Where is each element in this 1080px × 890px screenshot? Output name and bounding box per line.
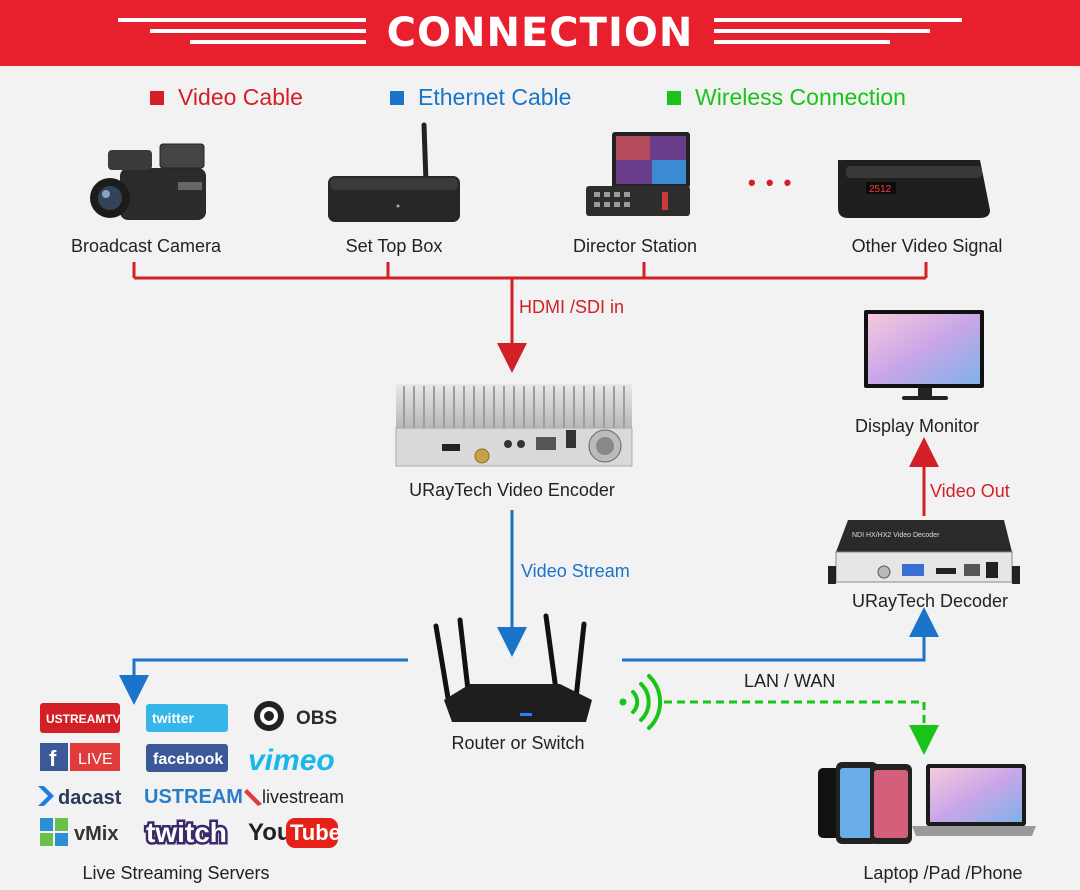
legend-ethernet-cable: Ethernet Cable: [390, 84, 571, 111]
obs-logo: OBS: [254, 701, 337, 731]
video-decoder-icon: NDI HX/HX2 Video Decoder: [828, 520, 1020, 584]
svg-text:2512: 2512: [869, 184, 892, 195]
legend-wireless: Wireless Connection: [667, 84, 906, 111]
device-label-decoder: URayTech Decoder: [851, 591, 1009, 611]
legend-label: Ethernet Cable: [418, 84, 572, 110]
flow-label-lan-wan: LAN / WAN: [744, 671, 836, 691]
dacast-text: dacast: [58, 787, 122, 809]
decoder-panel-title: NDI HX/HX2 Video Decoder: [852, 532, 940, 539]
device-label-router: Router or Switch: [451, 733, 585, 753]
youtube-you-text: You: [248, 819, 292, 846]
legend-video-cable: Video Cable: [150, 84, 303, 111]
vmix-logo: vMix: [40, 818, 118, 846]
svg-text:f: f: [49, 746, 57, 771]
display-monitor-icon: [864, 310, 984, 400]
legend-label: Video Cable: [178, 84, 303, 110]
vmix-text: vMix: [74, 823, 118, 845]
ustream-text: USTREAM: [144, 786, 243, 808]
ustreamtv-text: USTREAMTV: [46, 712, 121, 726]
youtube-logo: You Tube: [248, 818, 341, 848]
banner-title: CONNECTION: [386, 10, 694, 56]
facebook-live-logo: f LIVE: [40, 743, 120, 771]
streaming-line: [119, 658, 408, 705]
director-station-icon: [586, 132, 690, 216]
wifi-signal-icon: [619, 674, 663, 730]
device-label-encoder: URayTech Video Encoder: [409, 480, 615, 500]
banner-stripe-left-1: [118, 18, 366, 22]
device-label-streaming-servers: Live Streaming Servers: [82, 863, 270, 883]
banner-stripe-right-3: [714, 40, 890, 44]
livestream-text: livestream: [262, 787, 344, 807]
twitter-text: twitter: [152, 710, 195, 726]
video-cable-bus: [132, 262, 928, 373]
livestream-logo: livestream: [244, 787, 344, 807]
vimeo-logo: vimeo: [248, 744, 335, 777]
lan-wan-line: [622, 607, 939, 662]
banner-stripe-left-3: [190, 40, 366, 44]
legend-blue-square-icon: [390, 90, 404, 105]
twitch-logo: twitch: [144, 815, 230, 851]
source-label-broadcast-camera: Broadcast Camera: [70, 236, 222, 256]
facebook-logo: facebook: [146, 744, 228, 772]
twitch-text: twitch: [146, 817, 227, 848]
facebook-live-text: LIVE: [78, 751, 113, 768]
banner-stripe-left-2: [150, 29, 366, 33]
device-label-clients: Laptop /Pad /Phone: [863, 863, 1023, 883]
dacast-logo: dacast: [38, 786, 122, 809]
client-devices-icon: [818, 762, 1036, 844]
obs-text: OBS: [296, 708, 337, 729]
vimeo-text: vimeo: [248, 744, 335, 777]
banner-stripe-right-1: [714, 18, 962, 22]
source-label-set-top-box: Set Top Box: [345, 236, 443, 256]
banner-stripe-right-2: [714, 29, 930, 33]
source-label-other-video-signal: Other Video Signal: [851, 236, 1003, 256]
flow-label-hdmi-sdi-in: HDMI /SDI in: [519, 297, 625, 317]
flow-label-video-stream: Video Stream: [521, 561, 630, 581]
device-label-monitor: Display Monitor: [854, 416, 980, 436]
wireless-line: [664, 700, 939, 755]
more-sources-ellipsis: • • •: [748, 170, 794, 195]
streaming-logos: USTREAMTV twitter OBS f LIVE facebook vi…: [38, 701, 344, 851]
broadcast-camera-icon: [90, 143, 206, 220]
twitter-logo: twitter: [146, 704, 228, 732]
source-label-director-station: Director Station: [572, 236, 698, 256]
legend-label: Wireless Connection: [695, 84, 906, 110]
ustreamtv-logo: USTREAMTV: [40, 703, 121, 733]
legend-green-square-icon: [667, 90, 681, 105]
other-video-signal-icon: 2512: [838, 160, 990, 218]
youtube-tube-text: Tube: [290, 820, 341, 845]
legend-red-square-icon: [150, 90, 164, 105]
video-encoder-icon: [395, 384, 633, 467]
router-icon: [433, 613, 592, 722]
banner: [0, 0, 1080, 66]
set-top-box-icon: [328, 122, 460, 222]
ustream-logo: USTREAM: [144, 786, 243, 808]
flow-label-video-out: Video Out: [930, 481, 1010, 501]
facebook-text: facebook: [153, 751, 223, 768]
